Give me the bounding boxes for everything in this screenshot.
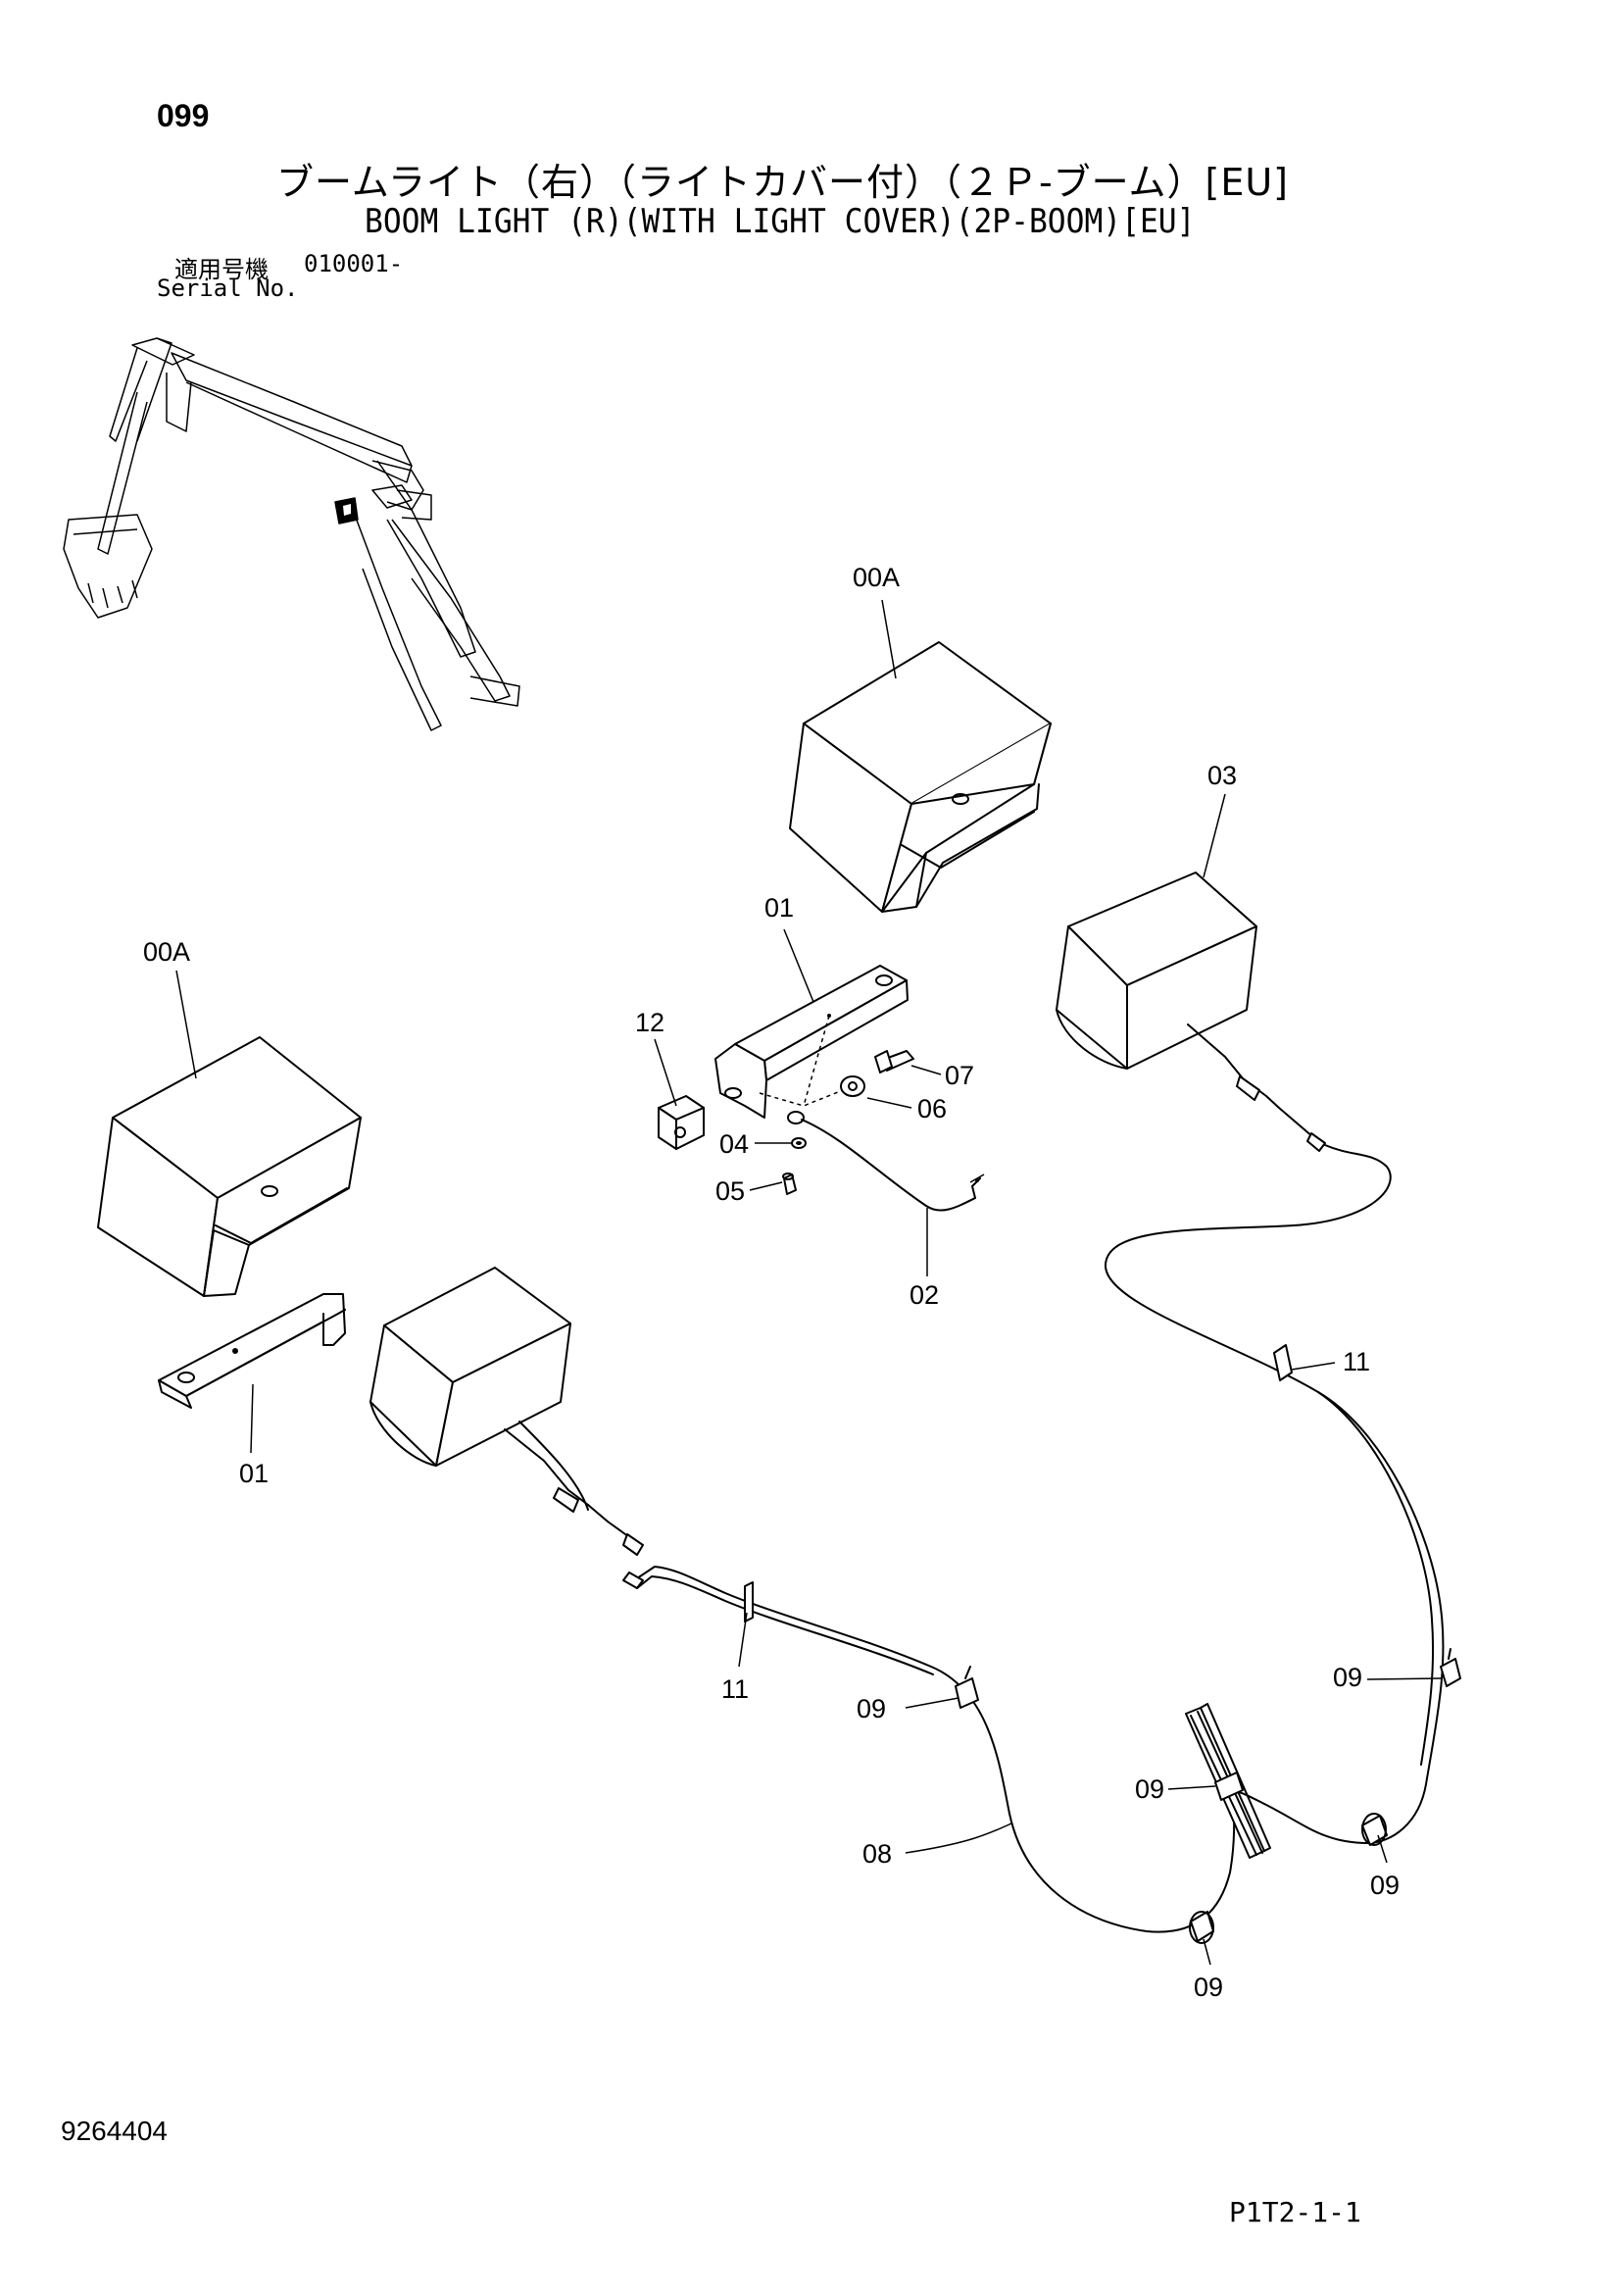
light-cover-top — [789, 641, 1052, 913]
clamp-09-b — [1440, 1648, 1461, 1687]
serial-label-english: Serial No. — [157, 275, 299, 302]
callout-06: 06 — [917, 1094, 947, 1123]
work-light-left — [369, 1267, 644, 1556]
part-12-block — [658, 1095, 705, 1150]
clamp-09-a — [955, 1666, 979, 1709]
part-06-washer — [840, 1075, 865, 1097]
callout-leader-lines — [175, 599, 1442, 1966]
clamp-11-left — [744, 1581, 754, 1622]
excavator-location-thumbnail — [63, 337, 520, 731]
bracket-top — [714, 965, 909, 1119]
part-08-wire-harness — [622, 1144, 1445, 1933]
callout-05: 05 — [715, 1176, 745, 1206]
callout-labels: 00A 00A 01 01 02 03 04 05 06 07 08 09 09… — [143, 563, 1400, 2002]
part-04-washer — [791, 1137, 807, 1149]
clamp-09-e — [1189, 1911, 1214, 1944]
callout-01-top: 01 — [764, 893, 794, 923]
callout-09-e: 09 — [1194, 1972, 1223, 2002]
part-05-screw — [782, 1173, 797, 1195]
part-07-bolt — [874, 1050, 914, 1073]
title-english: BOOM LIGHT (R)(WITH LIGHT COVER)(2P-BOOM… — [365, 202, 1196, 241]
bracket-left — [158, 1293, 346, 1409]
serial-number-value: 010001- — [304, 250, 404, 277]
clamp-09-d — [1361, 1813, 1388, 1846]
callout-12: 12 — [635, 1008, 664, 1037]
callout-11-a: 11 — [721, 1674, 749, 1704]
callout-03: 03 — [1207, 761, 1237, 790]
callout-09-a: 09 — [857, 1694, 886, 1723]
page-code: P1T2-1-1 — [1229, 2196, 1361, 2228]
clamp-09-c — [1214, 1772, 1244, 1801]
callout-00a-left: 00A — [143, 937, 190, 967]
callout-02: 02 — [910, 1280, 939, 1310]
callout-04: 04 — [719, 1129, 749, 1159]
clamp-11-right — [1273, 1344, 1293, 1381]
light-cover-left — [97, 1036, 362, 1297]
callout-08: 08 — [862, 1839, 892, 1869]
document-number: 9264404 — [61, 2116, 169, 2146]
callout-07: 07 — [945, 1061, 974, 1090]
part-03-work-light — [1056, 872, 1326, 1152]
callout-09-d: 09 — [1370, 1871, 1400, 1900]
callout-00a-top: 00A — [853, 563, 900, 592]
title-japanese: ブームライト（右）（ライトカバー付）（２Ｐ-ブーム）[EU] — [276, 161, 1290, 204]
callout-09-b: 09 — [1333, 1663, 1362, 1692]
callout-01-left: 01 — [239, 1459, 269, 1488]
part-02-ground-wire — [787, 1111, 985, 1212]
page-number: 099 — [157, 98, 210, 133]
serial-label-japanese: 適用号機 — [174, 256, 269, 283]
callout-09-c: 09 — [1135, 1774, 1164, 1804]
callout-11-b: 11 — [1343, 1347, 1370, 1376]
